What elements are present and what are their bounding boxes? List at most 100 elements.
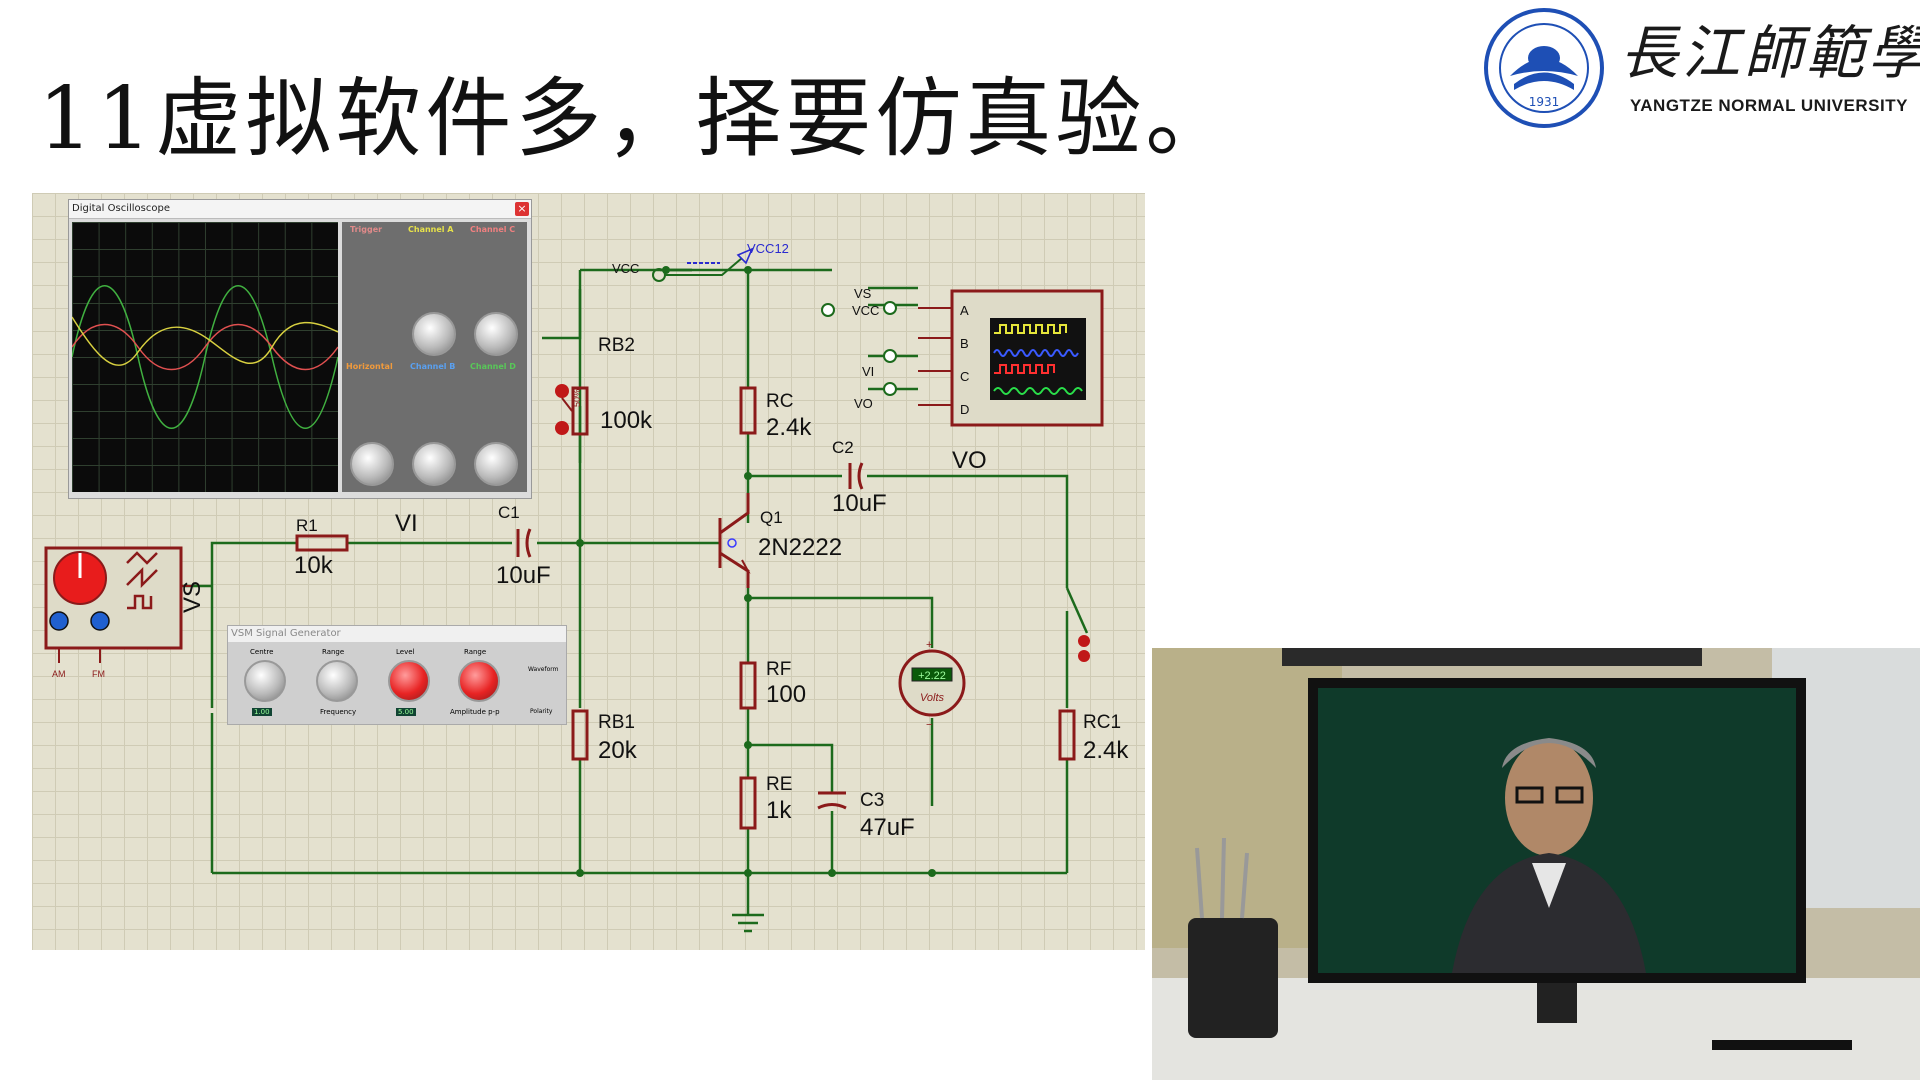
c3-value: 47uF: [860, 814, 915, 841]
oscilloscope-titlebar: Digital Oscilloscope: [69, 200, 531, 219]
channel-d-volts-knob[interactable]: [474, 442, 518, 486]
resistors: [295, 386, 1076, 830]
probe-vcc-terminal: [821, 303, 835, 317]
scope-ch-d: D: [960, 402, 969, 417]
frequency-display: 1.00: [252, 708, 272, 716]
c3-label: C3: [860, 790, 884, 811]
junctions: [576, 266, 936, 877]
scope-ch-a: A: [960, 303, 969, 318]
c1-label: C1: [498, 503, 520, 522]
r1-value: 10k: [294, 552, 334, 579]
rc1-label: RC1: [1083, 712, 1121, 733]
pot-percent: 50%: [572, 389, 582, 407]
voltmeter-plus: +: [926, 639, 932, 651]
signal-generator-titlebar: VSM Signal Generator: [228, 626, 566, 642]
signal-generator-block[interactable]: [44, 546, 192, 663]
scope-ch-c: C: [960, 369, 969, 384]
gen-fm-label: FM: [92, 669, 105, 679]
close-icon[interactable]: ×: [515, 202, 529, 216]
amp-range-label: Range: [464, 648, 487, 656]
rc-value: 2.4k: [766, 414, 812, 441]
r1-resistor: [295, 534, 349, 552]
rc1-value: 2.4k: [1083, 737, 1129, 764]
amplitude-display: 5.00: [396, 708, 416, 716]
c3-capacitor: [817, 791, 847, 810]
channel-a-volts-knob[interactable]: [412, 312, 456, 356]
voltmeter-minus: −: [926, 719, 932, 731]
probe-vs-label: VS: [854, 286, 872, 301]
q1-value: 2N2222: [758, 534, 842, 561]
scope-ch-b: B: [960, 336, 969, 351]
re-resistor: [739, 776, 757, 830]
timebase-knob[interactable]: [350, 442, 394, 486]
rf-resistor: [739, 661, 757, 710]
slide-title: 11虚拟软件多，择要仿真验。: [38, 69, 1236, 169]
re-label: RE: [766, 774, 792, 795]
oscilloscope-screen: [72, 222, 338, 492]
vs-net-label: VS: [179, 581, 206, 613]
probe-vs-terminal: [883, 301, 897, 315]
presenter-video: [1152, 648, 1920, 1080]
vcc-terminal[interactable]: [652, 247, 754, 282]
switch-contacts: [1078, 635, 1090, 662]
channel-b-volts-knob[interactable]: [412, 442, 456, 486]
virtual-oscilloscope-block[interactable]: [918, 289, 1104, 427]
output-switch[interactable]: [1065, 587, 1089, 634]
amplitude-section-label: Amplitude p-p: [450, 708, 500, 716]
re-value: 1k: [766, 797, 792, 824]
c1-value: 10uF: [496, 562, 551, 589]
polarity-label: Polarity: [530, 708, 553, 715]
oscilloscope-traces: [72, 285, 338, 429]
rb1-value: 20k: [598, 737, 638, 764]
r1-label: R1: [296, 516, 318, 535]
rf-value: 100: [766, 681, 806, 708]
probe-vi-label: VI: [862, 364, 874, 379]
frequency-centre-knob[interactable]: [244, 660, 286, 702]
pot-controls[interactable]: [555, 384, 569, 435]
ground-symbol: [732, 913, 764, 933]
voltmeter-unit: Volts: [920, 692, 945, 704]
channel-c-volts-knob[interactable]: [474, 312, 518, 356]
circuit-canvas[interactable]: VCC VCC12 VCC VS VI VO A B C D RB2 100k …: [32, 193, 1145, 950]
horizontal-label: Horizontal: [346, 362, 393, 371]
gen-am-label: AM: [52, 669, 66, 679]
q1-transistor[interactable]: [718, 493, 751, 588]
centre-label: Centre: [250, 648, 274, 656]
oscilloscope-window[interactable]: Digital Oscilloscope × Trigger Channel A…: [68, 199, 532, 499]
q1-label: Q1: [760, 508, 783, 527]
seal-year: 1931: [1529, 95, 1560, 109]
channel-a-label: Channel A: [408, 225, 454, 234]
logo-text-en: YANGTZE NORMAL UNIVERSITY: [1630, 96, 1908, 115]
channel-d-label: Channel D: [470, 362, 516, 371]
amplitude-level-knob[interactable]: [388, 660, 430, 702]
wires: [182, 268, 1069, 915]
university-seal-icon: 1931: [1484, 8, 1604, 128]
vcc-node-label: VCC: [612, 261, 639, 276]
probe-vcc-label: VCC: [852, 303, 879, 318]
vo-net-label: VO: [952, 447, 987, 474]
frequency-range-knob[interactable]: [316, 660, 358, 702]
rb1-resistor: [571, 709, 589, 761]
logo-text-cn: 長江師範學院: [1620, 19, 1920, 87]
waveform-label: Waveform: [528, 666, 559, 673]
level-label: Level: [396, 648, 415, 656]
rb2-label: RB2: [598, 335, 635, 356]
signal-generator-window[interactable]: VSM Signal Generator Centre Range Level …: [227, 625, 567, 725]
vi-net-label: VI: [395, 510, 418, 537]
probe-vo-label: VO: [854, 396, 873, 411]
range-label: Range: [322, 648, 345, 656]
capacitors: [516, 462, 864, 810]
rc-resistor: [739, 386, 757, 435]
voltmeter-reading: +2.22: [918, 670, 946, 682]
rc-label: RC: [766, 391, 793, 412]
rc1-resistor: [1058, 709, 1076, 761]
probe-vo-terminal: [883, 382, 897, 396]
c2-value: 10uF: [832, 490, 887, 517]
vcc-rail-label: VCC12: [747, 241, 789, 256]
rf-label: RF: [766, 659, 791, 680]
dc-voltmeter[interactable]: [898, 649, 966, 717]
oscilloscope-controls[interactable]: Trigger Channel A Channel C Horizontal C…: [342, 222, 527, 492]
frequency-section-label: Frequency: [320, 708, 357, 716]
c1-capacitor: [516, 528, 532, 558]
amplitude-range-knob[interactable]: [458, 660, 500, 702]
